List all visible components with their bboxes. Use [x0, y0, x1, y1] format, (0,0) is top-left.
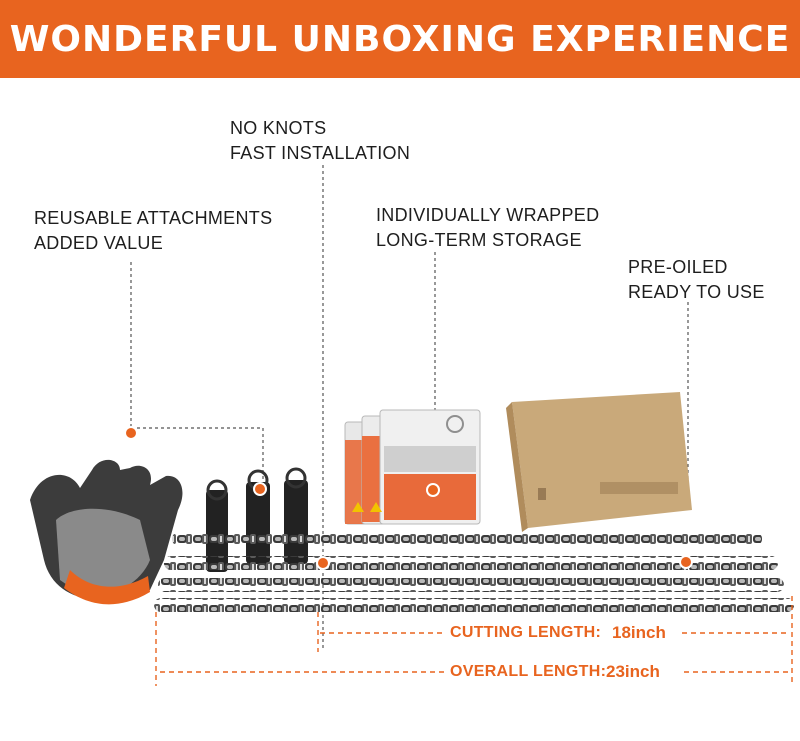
callout-line: PRE-OILED: [628, 257, 728, 277]
callout-pre-oiled: PRE-OILED READY TO USE: [628, 255, 765, 305]
callout-line: READY TO USE: [628, 282, 765, 302]
banner-title: WONDERFUL UNBOXING EXPERIENCE: [9, 18, 791, 60]
callout-line: NO KNOTS: [230, 118, 327, 138]
callout-line: REUSABLE ATTACHMENTS: [34, 208, 273, 228]
overall-length-value: 23inch: [606, 662, 660, 681]
header-banner: WONDERFUL UNBOXING EXPERIENCE: [0, 0, 800, 78]
wrapped-packs: [344, 409, 481, 525]
callout-line: LONG-TERM STORAGE: [376, 230, 582, 250]
callout-line: INDIVIDUALLY WRAPPED: [376, 205, 600, 225]
overall-length-label: OVERALL LENGTH:: [450, 663, 607, 680]
cardboard-box: [506, 392, 692, 532]
chains: [154, 532, 794, 612]
callout-no-knots: NO KNOTS FAST INSTALLATION: [230, 116, 410, 166]
callout-line: ADDED VALUE: [34, 233, 164, 253]
cutting-length-label: CUTTING LENGTH:: [450, 624, 602, 641]
callout-line: FAST INSTALLATION: [230, 143, 411, 163]
dimension-lines: [155, 596, 793, 686]
callout-reusable-attachments: REUSABLE ATTACHMENTS ADDED VALUE: [34, 206, 272, 256]
cutting-length-value: 18inch: [612, 623, 666, 642]
gloves: [30, 459, 183, 605]
callout-individually-wrapped: INDIVIDUALLY WRAPPED LONG-TERM STORAGE: [376, 203, 599, 253]
callout-dots: [124, 426, 693, 570]
